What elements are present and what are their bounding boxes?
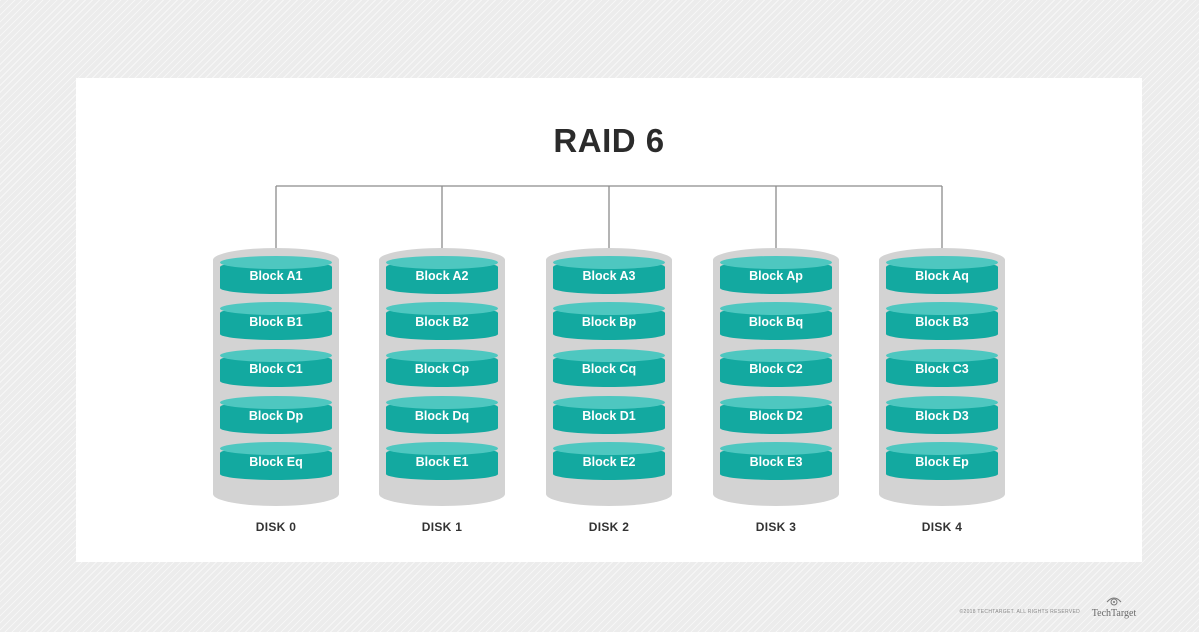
connector-lines: [275, 185, 943, 256]
block-label: Block C2: [749, 362, 803, 376]
block-label: Block Ap: [749, 269, 803, 283]
disk-label: DISK 4: [921, 520, 963, 534]
block: Block B2: [386, 302, 498, 345]
block-top: [886, 442, 998, 455]
block-label: Block A2: [415, 269, 469, 283]
disk-2: Block A3 Block Bp Block Cq Block D1 Block E2: [546, 248, 672, 506]
copyright-notice: ©2018 TECHTARGET. ALL RIGHTS RESERVED: [959, 609, 1080, 615]
block-label: Block E1: [415, 455, 469, 469]
block-top: [886, 396, 998, 409]
block-top: [386, 256, 498, 269]
block: Block D1: [553, 396, 665, 439]
disk-4: Block Aq Block B3 Block C3 Block D3 Block Ep: [879, 248, 1005, 506]
block-top: [720, 442, 832, 455]
disk-label: DISK 2: [588, 520, 630, 534]
block-label: Block D1: [582, 409, 636, 423]
block: Block C3: [886, 349, 998, 392]
block-top: [886, 349, 998, 362]
block: Block B1: [220, 302, 332, 345]
block-top: [220, 256, 332, 269]
block: Block Bp: [553, 302, 665, 345]
block-top: [553, 302, 665, 315]
block: Block E2: [553, 442, 665, 485]
block: Block Dp: [220, 396, 332, 439]
block-top: [553, 349, 665, 362]
block-label: Block E3: [749, 455, 803, 469]
block: Block D3: [886, 396, 998, 439]
disk-label: DISK 3: [755, 520, 797, 534]
block-label: Block D2: [749, 409, 803, 423]
block: Block Eq: [220, 442, 332, 485]
block: Block Cp: [386, 349, 498, 392]
block-label: Block Cp: [414, 362, 470, 376]
disk-label: DISK 1: [421, 520, 463, 534]
disk-1: Block A2 Block B2 Block Cp Block Dq Block E1: [379, 248, 505, 506]
block-top: [720, 396, 832, 409]
block-top: [720, 349, 832, 362]
block-top: [220, 396, 332, 409]
block-top: [386, 442, 498, 455]
disk-0: Block A1 Block B1 Block C1 Block Dp Block Eq: [213, 248, 339, 506]
block: Block Dq: [386, 396, 498, 439]
block-top: [720, 302, 832, 315]
block-top: [553, 256, 665, 269]
disk-3: Block Ap Block Bq Block C2 Block D2 Block E3: [713, 248, 839, 506]
block-label: Block Aq: [915, 269, 969, 283]
block-top: [386, 396, 498, 409]
block: Block B3: [886, 302, 998, 345]
block-label: Block A1: [249, 269, 303, 283]
block-top: [386, 349, 498, 362]
block-top: [386, 302, 498, 315]
block-top: [220, 302, 332, 315]
block: Block A3: [553, 256, 665, 299]
block: Block Aq: [886, 256, 998, 299]
disk-label: DISK 0: [255, 520, 297, 534]
block-label: Block D3: [915, 409, 969, 423]
block: Block E1: [386, 442, 498, 485]
block-top: [220, 349, 332, 362]
block: Block Bq: [720, 302, 832, 345]
block-label: Block C1: [249, 362, 303, 376]
block-label: Block E2: [582, 455, 636, 469]
brand-name: TechTarget: [1091, 608, 1137, 619]
block-label: Block B3: [915, 315, 969, 329]
block-label: Block Dq: [414, 409, 470, 423]
block-label: Block Cq: [581, 362, 637, 376]
block-top: [220, 442, 332, 455]
block: Block D2: [720, 396, 832, 439]
block-label: Block Dp: [248, 409, 304, 423]
block: Block A1: [220, 256, 332, 299]
block: Block Cq: [553, 349, 665, 392]
block-label: Block A3: [582, 269, 636, 283]
block-top: [553, 396, 665, 409]
block-top: [886, 256, 998, 269]
block-label: Block B1: [249, 315, 303, 329]
techtarget-logo: TechTarget: [1084, 594, 1144, 624]
techtarget-eye-icon: [1106, 597, 1122, 606]
block: Block C2: [720, 349, 832, 392]
block: Block E3: [720, 442, 832, 485]
block-label: Block C3: [915, 362, 969, 376]
block: Block Ap: [720, 256, 832, 299]
diagram-title: RAID 6: [553, 122, 665, 159]
block-label: Block Eq: [249, 455, 303, 469]
block: Block A2: [386, 256, 498, 299]
block-top: [720, 256, 832, 269]
block: Block C1: [220, 349, 332, 392]
block-top: [553, 442, 665, 455]
block-label: Block Bp: [581, 315, 637, 329]
block-label: Block Ep: [915, 455, 969, 469]
block-label: Block Bq: [748, 315, 804, 329]
block-label: Block B2: [415, 315, 469, 329]
block-top: [886, 302, 998, 315]
block: Block Ep: [886, 442, 998, 485]
